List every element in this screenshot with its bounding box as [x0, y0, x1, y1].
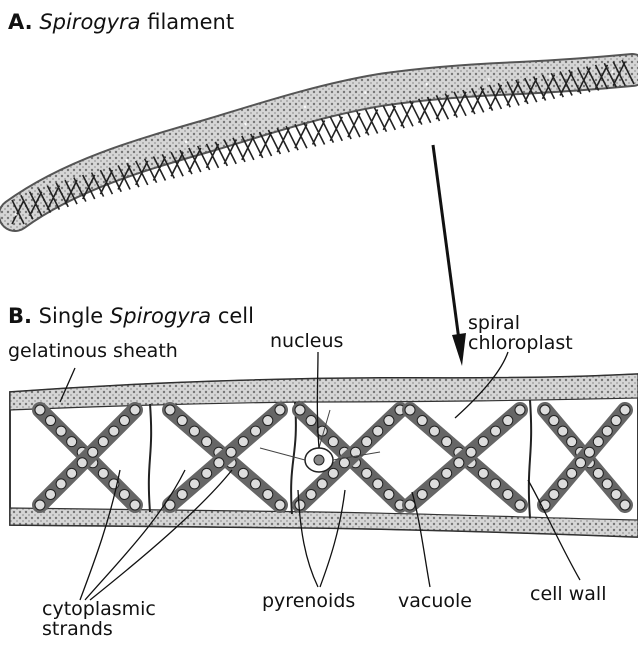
label-cytoplasmic-strands: cytoplasmic strands	[42, 600, 156, 640]
label-nucleus: nucleus	[270, 332, 343, 351]
label-pyrenoids: pyrenoids	[262, 592, 355, 611]
panel-b-title-pre: Single	[39, 304, 110, 328]
panel-a-title: A. Spirogyra filament	[8, 12, 234, 33]
zoom-arrow	[433, 145, 466, 366]
panel-b-title-rest: cell	[211, 304, 254, 328]
panel-b-letter: B.	[8, 304, 32, 328]
panel-a-title-rest: filament	[141, 10, 235, 34]
panel-b-title: B. Single Spirogyra cell	[8, 306, 254, 327]
panel-a-letter: A.	[8, 10, 33, 34]
label-cell-wall: cell wall	[530, 585, 606, 604]
panel-b-title-italic: Spirogyra	[110, 304, 211, 328]
panel-a-title-italic: Spirogyra	[39, 10, 140, 34]
label-gelatinous-sheath: gelatinous sheath	[8, 342, 178, 361]
cell-filament-detail	[10, 374, 638, 537]
label-vacuole: vacuole	[398, 592, 472, 611]
label-spiral-chloroplast: spiral chloroplast	[468, 314, 573, 354]
spirogyra-filament	[12, 60, 634, 224]
